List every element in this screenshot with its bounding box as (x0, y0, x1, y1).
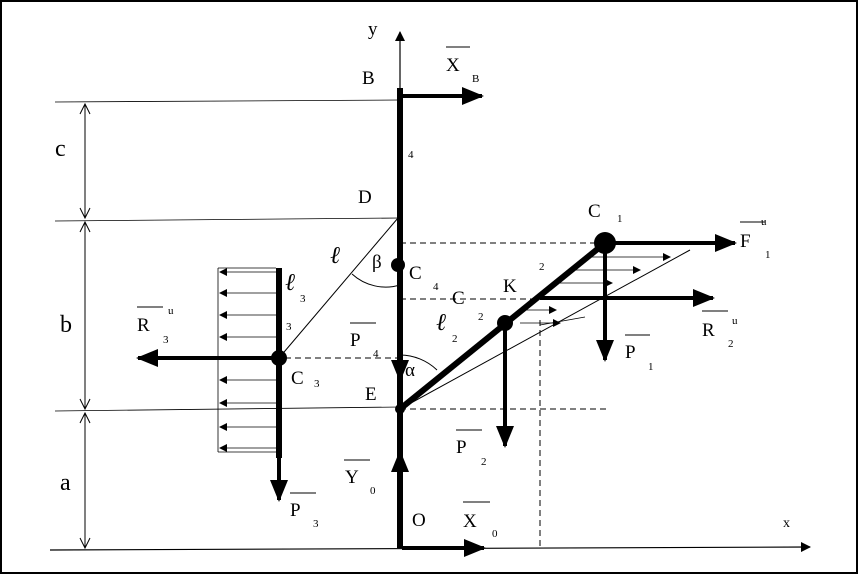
label-force-P2-sub: 2 (481, 456, 487, 468)
rope-l (278, 217, 399, 359)
label-C4-sub: 4 (433, 281, 439, 293)
label-force-R2-sub: 2 (728, 338, 734, 350)
dimension-a (79, 411, 91, 550)
ref-line-E (54, 406, 401, 412)
label-force-F1-sub: 1 (765, 249, 771, 261)
label-C2-sub: 2 (478, 311, 484, 323)
label-E: E (365, 384, 377, 405)
dashed-guides (285, 242, 610, 548)
inertia-envelope-line (399, 249, 691, 410)
label-C3: C (291, 368, 304, 389)
label-axis-y: y (368, 19, 378, 40)
label-force-Y0-sub: 0 (370, 485, 376, 497)
label-dim-a: a (60, 470, 71, 496)
label-force-R3: R (137, 315, 150, 336)
label-ell3-sub: 3 (300, 293, 306, 305)
label-force-P1-sub: 1 (648, 361, 654, 373)
label-C2: C (452, 288, 465, 309)
label-force-XB: X (446, 55, 460, 76)
point-C1 (594, 232, 616, 254)
label-alpha: α (405, 360, 415, 381)
label-B: B (362, 68, 375, 89)
point-C3 (271, 350, 287, 366)
label-D: D (358, 187, 372, 208)
label-force-P4: P (350, 330, 361, 351)
label-force-Y0: Y (345, 467, 359, 488)
label-force-R2-sup: u (732, 315, 738, 327)
dimension-c (79, 102, 91, 220)
label-force-R3-sup: u (168, 305, 174, 317)
point-C4 (391, 258, 405, 272)
label-C1-sub: 1 (617, 213, 623, 225)
dimension-b (79, 220, 91, 411)
label-ell: ℓ (330, 243, 340, 269)
ref-line-top (54, 99, 401, 103)
label-force-P4-sub: 4 (373, 348, 379, 360)
label-dim-c: c (55, 136, 66, 162)
label-C4: C (409, 263, 422, 284)
label-force-XB-sub: B (472, 73, 479, 85)
label-beta: β (372, 252, 382, 273)
label-force-P2: P (456, 437, 467, 458)
label-force-P3: P (290, 500, 301, 521)
label-C1: C (588, 201, 601, 222)
label-force-R3-sub: 3 (163, 334, 169, 346)
label-C3-sub: 3 (314, 378, 320, 390)
vector-overbars (137, 46, 765, 503)
label-rod-4-index: 4 (408, 149, 414, 161)
point-K (497, 315, 513, 331)
point-E (395, 404, 405, 414)
label-dim-b: b (60, 312, 72, 338)
label-O: O (412, 510, 426, 531)
label-force-R2: R (702, 320, 715, 341)
label-force-F1: F (740, 231, 751, 252)
label-ell2-sub: 2 (452, 333, 458, 345)
label-ell3: ℓ (285, 270, 295, 296)
label-rod-2-index: 2 (539, 261, 545, 273)
angle-beta-arc (351, 273, 401, 288)
ref-line-D (54, 217, 401, 222)
label-axis-x: x (783, 516, 790, 531)
label-force-X0-sub: 0 (492, 528, 498, 540)
label-force-X0: X (463, 511, 477, 532)
angle-alpha-arc (399, 354, 438, 371)
label-rod-3-index: 3 (286, 321, 292, 333)
label-force-P3-sub: 3 (313, 518, 319, 530)
label-force-P1: P (625, 342, 636, 363)
label-ell2: ℓ (436, 310, 446, 336)
label-K: K (503, 276, 517, 297)
label-force-F1-sup: u (761, 216, 767, 228)
